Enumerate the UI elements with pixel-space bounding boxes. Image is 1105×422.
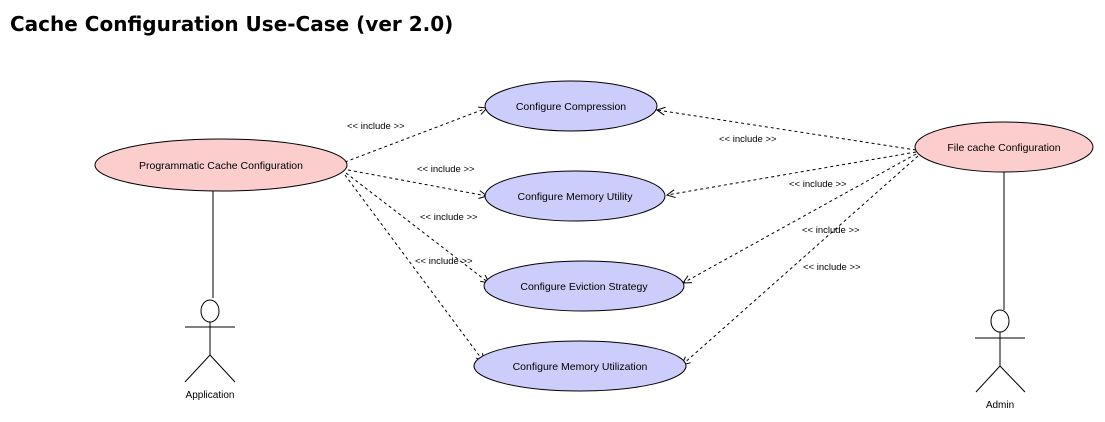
actor-right-leg xyxy=(999,365,1026,393)
usecase-configure-memory-utility[interactable]: Configure Memory Utility xyxy=(484,170,666,222)
actor-left-leg xyxy=(975,365,1001,393)
usecase-configure-memory-utilization[interactable]: Configure Memory Utilization xyxy=(473,340,687,392)
include-arrow-file-memory-utility xyxy=(667,151,917,195)
usecase-label: Configure Eviction Strategy xyxy=(520,281,648,293)
include-arrow-programmatic-eviction xyxy=(345,172,489,283)
actor-admin[interactable]: Admin xyxy=(975,309,1026,411)
include-label: << include >> xyxy=(420,212,478,223)
usecase-ellipse xyxy=(914,121,1094,173)
actor-head xyxy=(200,299,220,323)
usecase-label: Programmatic Cache Configuration xyxy=(139,160,303,172)
include-label: << include >> xyxy=(719,134,777,145)
actor-left-leg xyxy=(184,354,211,383)
actor-right-leg xyxy=(209,354,236,383)
usecase-configure-compression[interactable]: Configure Compression xyxy=(484,80,658,132)
include-arrow-file-memory-utilization xyxy=(682,155,919,365)
include-label: << include >> xyxy=(789,179,847,190)
usecase-ellipse xyxy=(94,138,348,192)
actor-head xyxy=(990,309,1010,333)
include-label: << include >> xyxy=(417,164,475,175)
include-arrow-file-eviction xyxy=(683,153,917,283)
actor-application[interactable]: Application xyxy=(184,299,236,401)
include-label: << include >> xyxy=(802,225,860,236)
usecase-label: Configure Compression xyxy=(516,101,626,113)
include-arrow-programmatic-memory-utilization xyxy=(344,174,484,362)
include-arrow-file-compression xyxy=(657,110,917,151)
usecase-configure-eviction-strategy[interactable]: Configure Eviction Strategy xyxy=(483,260,685,312)
include-arrow-programmatic-compression xyxy=(344,108,487,163)
include-label: << include >> xyxy=(803,262,861,273)
usecase-programmatic-cache-configuration[interactable]: Programmatic Cache Configuration xyxy=(94,138,348,192)
actor-label: Application xyxy=(186,390,235,401)
usecase-ellipse xyxy=(473,340,687,392)
include-label: << include >> xyxy=(415,256,473,267)
actor-label: Admin xyxy=(986,400,1014,411)
usecase-label: File cache Configuration xyxy=(947,142,1060,154)
usecase-label: Configure Memory Utility xyxy=(518,191,634,203)
include-label: << include >> xyxy=(347,121,405,132)
diagram-title: Cache Configuration Use-Case (ver 2.0) xyxy=(10,12,454,36)
usecase-ellipse xyxy=(484,80,658,132)
usecase-label: Configure Memory Utilization xyxy=(513,361,648,373)
usecase-ellipse xyxy=(484,170,666,222)
usecase-file-cache-configuration[interactable]: File cache Configuration xyxy=(914,121,1094,173)
usecase-ellipse xyxy=(483,260,685,312)
